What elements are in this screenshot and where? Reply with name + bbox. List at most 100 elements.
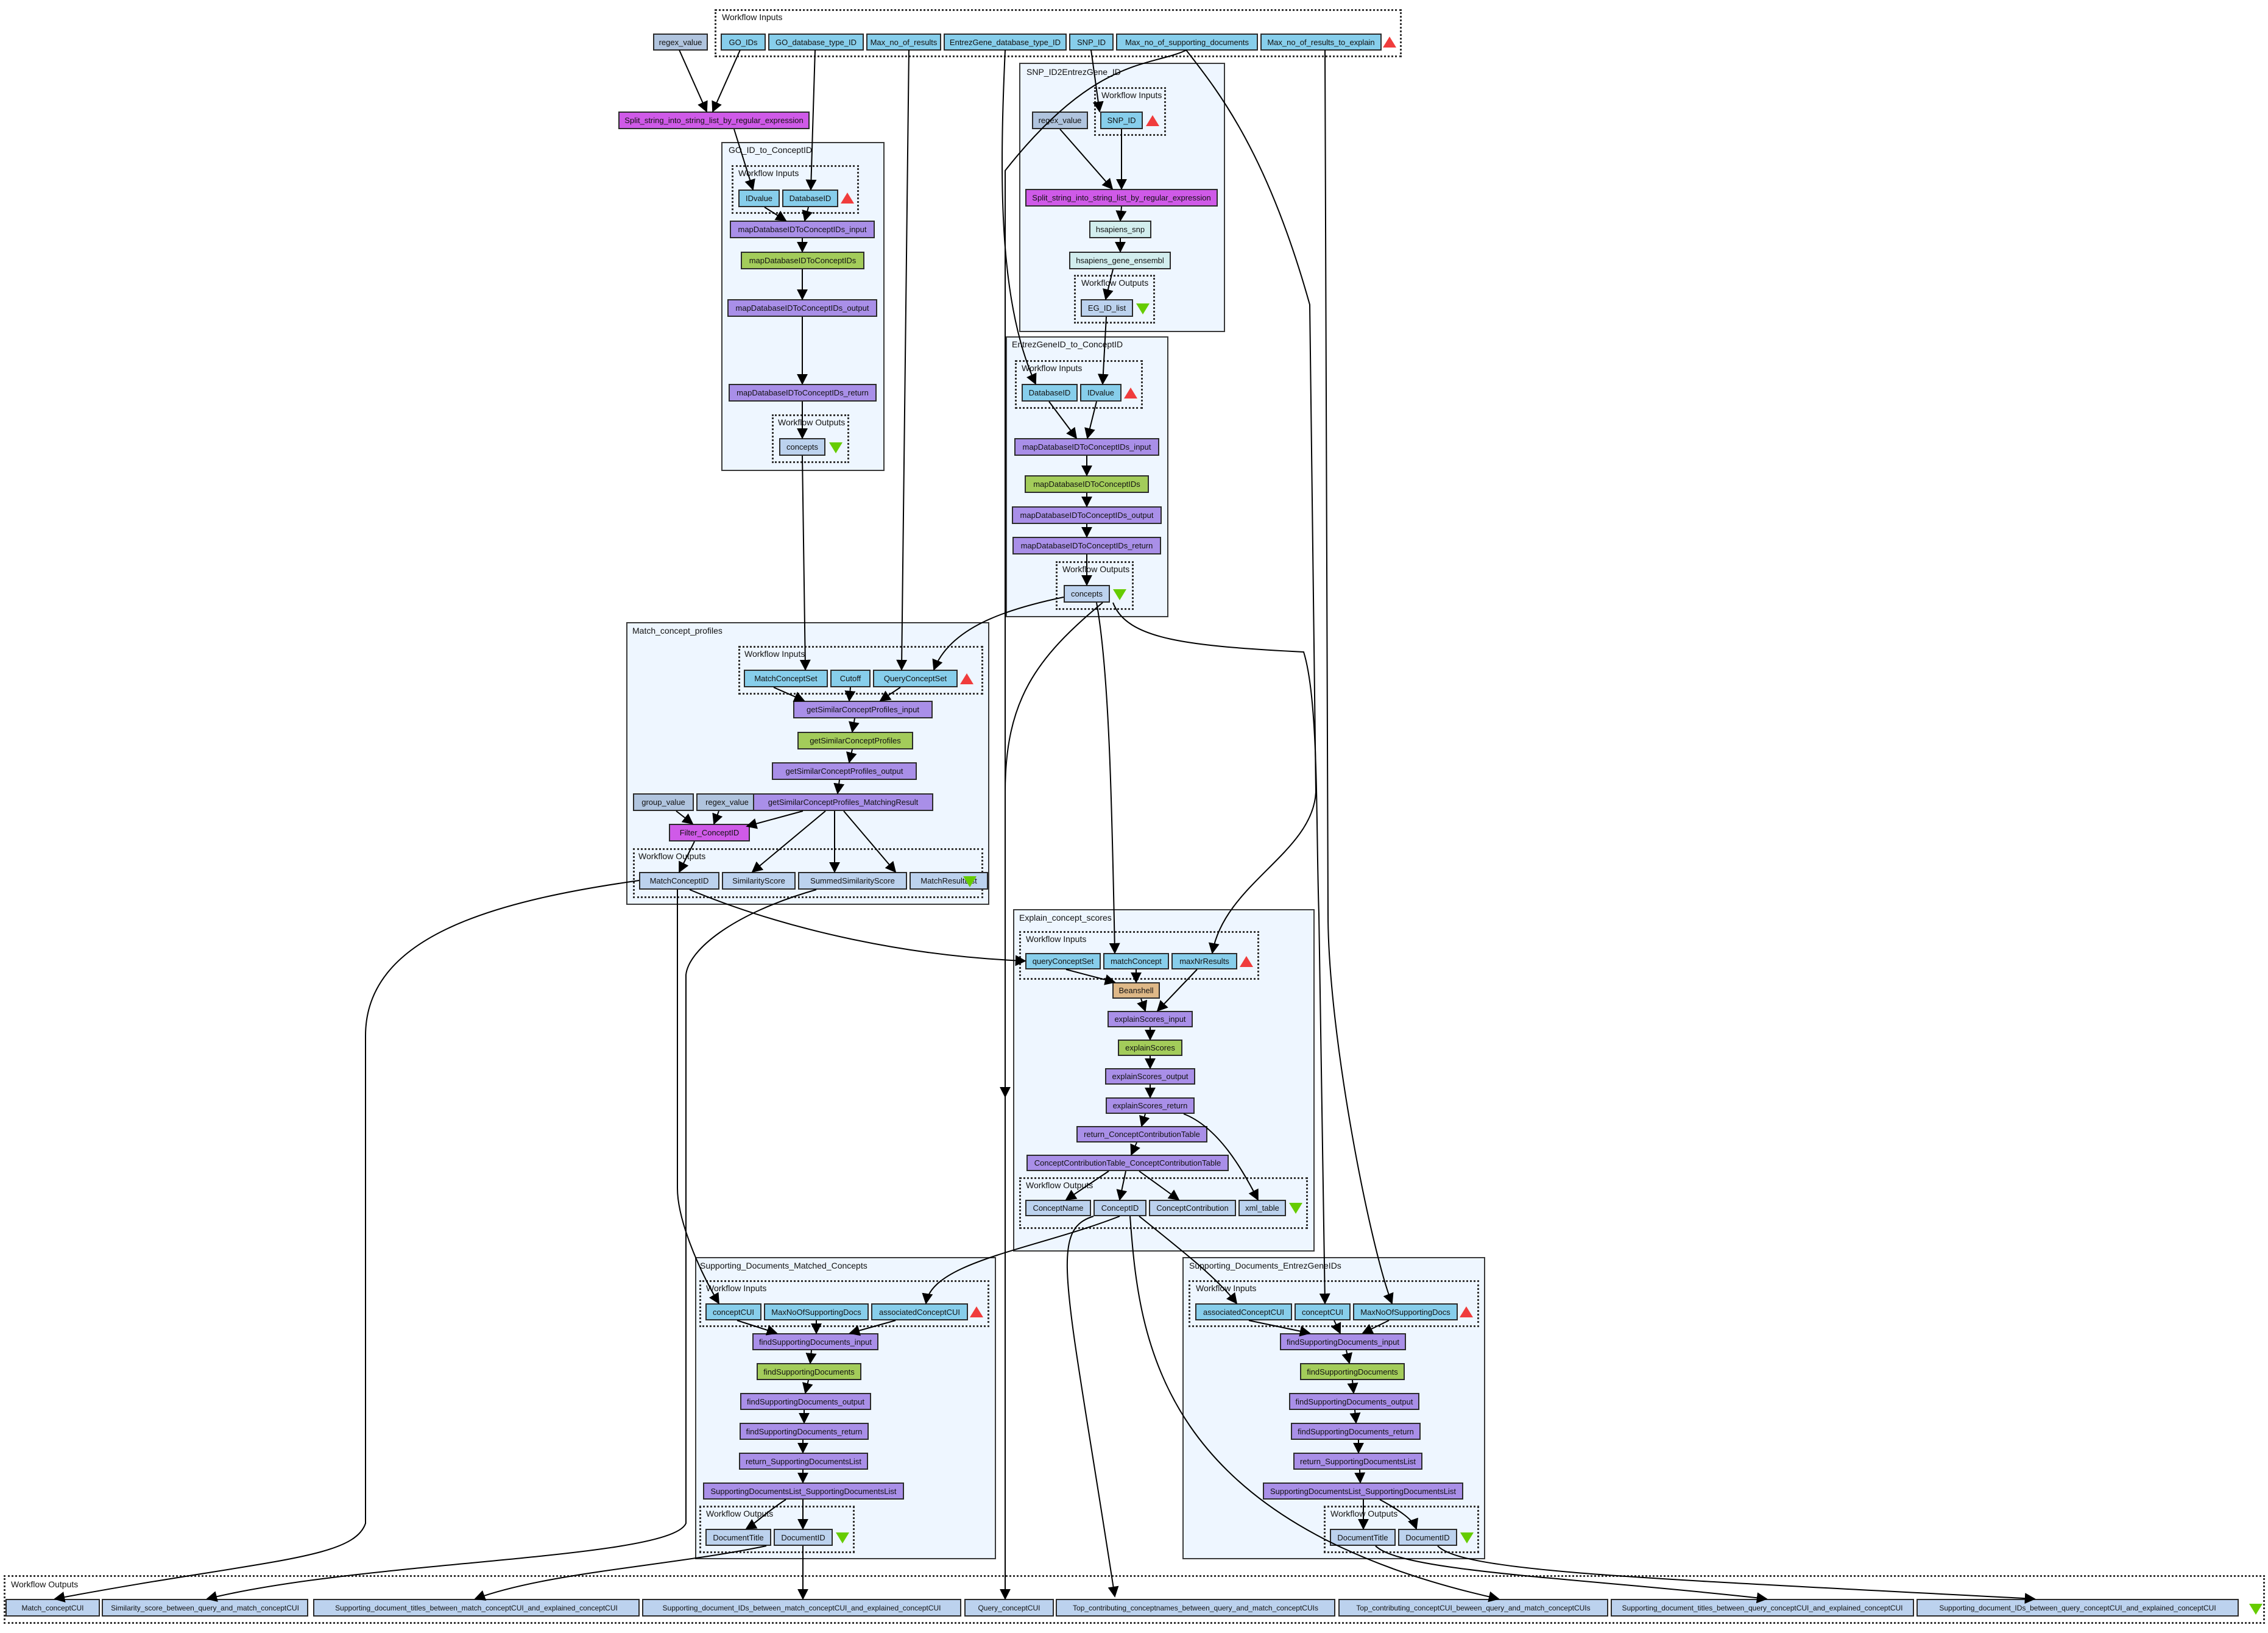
input-go-ids[interactable]: GO_IDs <box>721 34 766 51</box>
sde-input-maxnoofsupportingdocs[interactable]: MaxNoOfSupportingDocs <box>1353 1303 1458 1320</box>
go-input-idvalue[interactable]: IDvalue <box>738 190 780 207</box>
match-regex-value[interactable]: regex_value <box>696 793 758 811</box>
sdm-find-service[interactable]: findSupportingDocuments <box>757 1363 861 1380</box>
output-sd-ids-query[interactable]: Supporting_document_IDs_between_query_co… <box>1916 1599 2239 1617</box>
output-query-conceptcui[interactable]: Query_conceptCUI <box>964 1599 1054 1617</box>
explain-output-conceptname[interactable]: ConceptName <box>1025 1200 1091 1216</box>
output-top-conceptcui[interactable]: Top_contributing_conceptCUI_beween_query… <box>1338 1599 1608 1617</box>
explain-input-matchconcept[interactable]: matchConcept <box>1103 953 1169 969</box>
sdm-input-conceptcui[interactable]: conceptCUI <box>705 1303 761 1320</box>
output-sd-titles-match[interactable]: Supporting_document_titles_between_match… <box>313 1599 640 1617</box>
explain-scores-service[interactable]: explainScores <box>1118 1040 1182 1056</box>
sde-find-input[interactable]: findSupportingDocuments_input <box>1280 1333 1406 1350</box>
match-getsimilar-output[interactable]: getSimilarConceptProfiles_output <box>772 762 917 780</box>
sde-find-service[interactable]: findSupportingDocuments <box>1300 1363 1405 1380</box>
match-output-similarityscore[interactable]: SimilarityScore <box>722 872 796 890</box>
explain-output-xml-table[interactable]: xml_table <box>1238 1200 1286 1216</box>
entrez-input-idvalue[interactable]: IDvalue <box>1080 384 1122 402</box>
match-getsimilar-input[interactable]: getSimilarConceptProfiles_input <box>793 701 933 718</box>
input-entrezgene-database-type-id[interactable]: EntrezGene_database_type_ID <box>944 34 1067 51</box>
go-map-input[interactable]: mapDatabaseIDToConceptIDs_input <box>730 221 875 238</box>
sdm-input-maxnoofsupportingdocs[interactable]: MaxNoOfSupportingDocs <box>764 1303 869 1320</box>
input-marker-icon <box>960 673 973 684</box>
entrez-map-output[interactable]: mapDatabaseIDToConceptIDs_output <box>1012 506 1162 524</box>
explain-output-conceptid[interactable]: ConceptID <box>1093 1200 1146 1216</box>
sde-find-return[interactable]: findSupportingDocuments_return <box>1291 1423 1421 1440</box>
go-output-concepts[interactable]: concepts <box>779 438 825 456</box>
entrez-inputs-label: Workflow Inputs <box>1022 363 1083 373</box>
cluster-title: Explain_concept_scores <box>1019 913 1112 923</box>
explain-output-conceptcontribution[interactable]: ConceptContribution <box>1149 1200 1236 1216</box>
input-snp-id[interactable]: SNP_ID <box>1069 34 1114 51</box>
match-group-value[interactable]: group_value <box>633 793 694 811</box>
go-map-output[interactable]: mapDatabaseIDToConceptIDs_output <box>727 299 877 317</box>
sde-find-output[interactable]: findSupportingDocuments_output <box>1289 1393 1419 1410</box>
top-regex-value[interactable]: regex_value <box>653 34 708 51</box>
explain-return-concept-contribution-table[interactable]: return_ConceptContributionTable <box>1076 1126 1207 1142</box>
match-input-cutoff[interactable]: Cutoff <box>830 670 871 687</box>
input-max-no-of-results-to-explain[interactable]: Max_no_of_results_to_explain <box>1260 34 1382 51</box>
output-sd-titles-query[interactable]: Supporting_document_titles_between_query… <box>1611 1599 1914 1617</box>
match-outputs-label: Workflow Outputs <box>638 851 706 861</box>
output-match-conceptcui[interactable]: Match_conceptCUI <box>5 1599 100 1617</box>
explain-beanshell[interactable]: Beanshell <box>1112 982 1160 999</box>
match-input-matchconceptset[interactable]: MatchConceptSet <box>744 670 828 687</box>
match-matching-result[interactable]: getSimilarConceptProfiles_MatchingResult <box>753 793 933 811</box>
sdm-find-output[interactable]: findSupportingDocuments_output <box>740 1393 871 1410</box>
sdm-input-associatedconceptcui[interactable]: associatedConceptCUI <box>871 1303 968 1320</box>
entrez-output-concepts[interactable]: concepts <box>1064 585 1110 603</box>
sde-list-list[interactable]: SupportingDocumentsList_SupportingDocume… <box>1263 1482 1463 1500</box>
output-top-conceptnames[interactable]: Top_contributing_conceptnames_between_qu… <box>1056 1599 1335 1617</box>
sdm-output-documentid[interactable]: DocumentID <box>774 1529 833 1546</box>
snp-hsapiens-gene-ensembl[interactable]: hsapiens_gene_ensembl <box>1069 252 1171 269</box>
snp-split-string[interactable]: Split_string_into_string_list_by_regular… <box>1025 189 1218 207</box>
match-output-summedsimilarityscore[interactable]: SummedSimilarityScore <box>798 872 907 890</box>
output-similarity-score[interactable]: Similarity_score_between_query_and_match… <box>102 1599 308 1617</box>
explain-outputs-label: Workflow Outputs <box>1026 1180 1093 1190</box>
sde-return-list[interactable]: return_SupportingDocumentsList <box>1293 1453 1422 1470</box>
sdm-list-list[interactable]: SupportingDocumentsList_SupportingDocume… <box>703 1482 904 1500</box>
sdm-output-documenttitle[interactable]: DocumentTitle <box>705 1529 771 1546</box>
explain-input-maxnrresults[interactable]: maxNrResults <box>1171 953 1237 969</box>
entrez-map-return[interactable]: mapDatabaseIDToConceptIDs_return <box>1012 537 1161 554</box>
sdm-return-list[interactable]: return_SupportingDocumentsList <box>739 1453 868 1470</box>
top-split-string[interactable]: Split_string_into_string_list_by_regular… <box>618 112 810 129</box>
output-sd-ids-match[interactable]: Supporting_document_IDs_between_match_co… <box>642 1599 961 1617</box>
input-max-no-of-results[interactable]: Max_no_of_results <box>866 34 941 51</box>
entrez-map-input[interactable]: mapDatabaseIDToConceptIDs_input <box>1014 438 1159 456</box>
output-marker-icon <box>836 1532 849 1543</box>
snp-hsapiens-snp[interactable]: hsapiens_snp <box>1089 221 1151 238</box>
explain-input-queryconceptset[interactable]: queryConceptSet <box>1025 953 1101 969</box>
entrez-map-service[interactable]: mapDatabaseIDToConceptIDs <box>1025 475 1149 493</box>
match-filter-conceptid[interactable]: Filter_ConceptID <box>669 824 750 841</box>
edge-arrow <box>679 49 708 113</box>
input-max-no-of-supporting-documents[interactable]: Max_no_of_supporting_documents <box>1116 34 1258 51</box>
sde-output-documenttitle[interactable]: DocumentTitle <box>1330 1529 1396 1546</box>
match-output-matchconceptid[interactable]: MatchConceptID <box>639 872 719 890</box>
explain-scores-input[interactable]: explainScores_input <box>1108 1011 1193 1027</box>
match-getsimilar-service[interactable]: getSimilarConceptProfiles <box>797 732 913 749</box>
go-workflow-outputs <box>772 414 849 463</box>
match-input-queryconceptset[interactable]: QueryConceptSet <box>873 670 958 687</box>
snp-input-snp-id[interactable]: SNP_ID <box>1100 112 1143 129</box>
sde-input-associatedconceptcui[interactable]: associatedConceptCUI <box>1195 1303 1292 1320</box>
sde-output-documentid[interactable]: DocumentID <box>1398 1529 1457 1546</box>
sde-input-conceptcui[interactable]: conceptCUI <box>1295 1303 1351 1320</box>
entrez-input-databaseid[interactable]: DatabaseID <box>1022 384 1078 402</box>
go-map-return[interactable]: mapDatabaseIDToConceptIDs_return <box>729 384 877 402</box>
edge-arrow <box>677 890 719 1305</box>
cluster-title: Supporting_Documents_EntrezGeneIDs <box>1189 1261 1341 1270</box>
go-input-databaseid[interactable]: DatabaseID <box>782 190 838 207</box>
sdm-find-input[interactable]: findSupportingDocuments_input <box>752 1333 878 1350</box>
snp-output-eg-id-list[interactable]: EG_ID_list <box>1081 299 1133 317</box>
go-map-service[interactable]: mapDatabaseIDToConceptIDs <box>741 252 864 269</box>
top-workflow-inputs-label: Workflow Inputs <box>722 12 783 22</box>
input-go-database-type-id[interactable]: GO_database_type_ID <box>768 34 864 51</box>
output-marker-icon <box>1289 1203 1302 1214</box>
snp-regex-value[interactable]: regex_value <box>1032 112 1088 129</box>
sdm-find-return[interactable]: findSupportingDocuments_return <box>740 1423 869 1440</box>
explain-concept-contribution-table[interactable]: ConceptContributionTable_ConceptContribu… <box>1026 1155 1229 1171</box>
explain-scores-output[interactable]: explainScores_output <box>1105 1068 1195 1085</box>
edge-arrow <box>54 880 640 1603</box>
explain-scores-return[interactable]: explainScores_return <box>1106 1097 1195 1114</box>
